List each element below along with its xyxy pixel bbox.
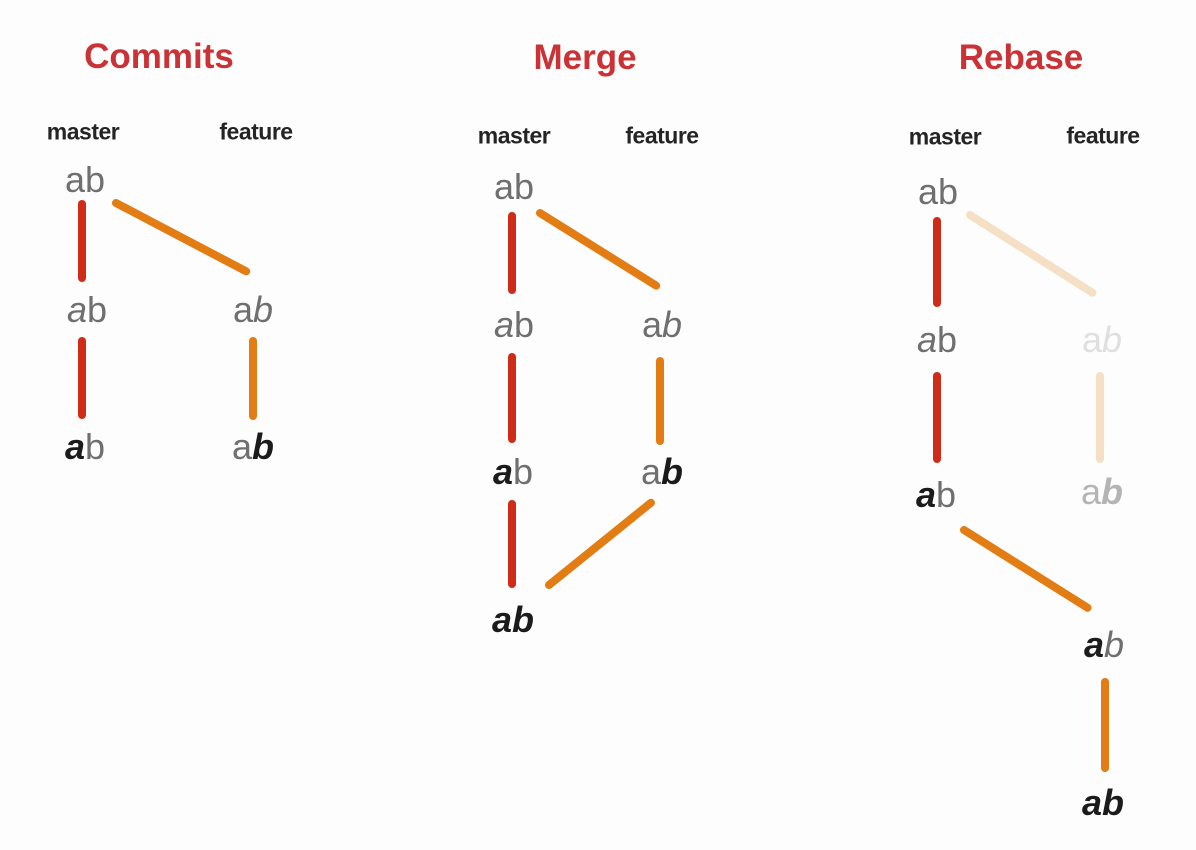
file-b: b [512,599,535,640]
file-b: b [85,159,106,200]
file-b: b [1102,782,1125,823]
file-b: b [1102,319,1123,360]
rebase-master-edge-1 [933,217,941,307]
file-b: b [513,451,534,492]
file-b: b [253,289,274,330]
file-a: a [493,304,514,345]
commit-node-merge-feature-0: ab [642,307,682,343]
file-b: b [514,166,535,207]
commits-master-edge-1 [78,200,86,282]
file-a: a [1081,319,1102,360]
commit-node-merge-master-1: ab [494,307,534,343]
file-b: b [252,426,275,467]
file-a: a [915,474,936,515]
file-b: b [936,474,957,515]
commit-node-commits-master-1: ab [67,292,107,328]
file-b: b [937,319,958,360]
section-title-merge: Merge [533,38,637,77]
file-b: b [938,171,959,212]
merge-master-edge-1 [508,212,516,294]
file-b: b [662,304,683,345]
section-title-commits: Commits [84,37,234,76]
merge-back-edge [543,497,657,591]
merge-master-edge-3 [508,500,516,588]
branch-label-feature: feature [625,122,699,149]
commit-node-rebase-master-1: ab [917,322,957,358]
commit-node-rebase-feature-0: ab [1084,627,1124,663]
branch-label-master: master [908,123,982,150]
file-a: a [916,319,937,360]
branch-label-master: master [46,118,120,145]
file-a: a [232,289,253,330]
commits-branch-off-edge [110,197,252,277]
file-b: b [514,304,535,345]
file-a: a [491,599,513,640]
commit-node-merge-master-0: ab [494,169,534,205]
commit-node-merge-master-2: ab [493,454,533,490]
commit-node-rebase-faded-feature-1: ab [1081,474,1123,510]
commit-node-commits-master-2: ab [65,429,105,465]
commit-node-commits-feature-1: ab [232,429,274,465]
file-a: a [231,426,253,467]
rebase-replay-edge [958,524,1094,614]
section-title-rebase: Rebase [958,38,1084,77]
commits-master-edge-2 [78,337,86,419]
file-a: a [64,159,85,200]
file-b: b [87,289,108,330]
branch-label-master: master [477,122,551,149]
file-a: a [641,304,662,345]
commit-node-merge-feature-1: ab [641,454,683,490]
file-a: a [64,426,85,467]
file-a: a [1080,471,1102,512]
branch-label-feature: feature [1066,122,1140,149]
commit-node-rebase-master-0: ab [918,174,958,210]
commit-node-commits-master-0: ab [65,162,105,198]
file-a: a [917,171,938,212]
commit-node-rebase-master-2: ab [916,477,956,513]
commit-node-commits-feature-0: ab [233,292,273,328]
file-a: a [493,166,514,207]
file-b: b [85,426,106,467]
file-b: b [1101,471,1124,512]
merge-master-edge-2 [508,353,516,443]
file-a: a [640,451,662,492]
rebase-master-edge-2 [933,372,941,463]
file-a: a [492,451,513,492]
file-a: a [66,289,87,330]
file-b: b [661,451,684,492]
merge-branch-off-edge [534,207,662,292]
merge-feature-edge [656,357,664,445]
file-a: a [1083,624,1104,665]
rebase-feature-edge [1101,678,1109,772]
rebase-faded-branch-off-edge [964,209,1098,299]
commit-node-merge-master-3: ab [492,602,534,638]
commit-node-rebase-faded-feature-0: ab [1082,322,1122,358]
file-a: a [1081,782,1103,823]
rebase-faded-feature-edge [1096,372,1104,463]
commit-node-rebase-feature-1: ab [1082,785,1124,821]
commits-feature-edge [249,337,257,420]
file-b: b [1104,624,1125,665]
branch-label-feature: feature [219,118,293,145]
